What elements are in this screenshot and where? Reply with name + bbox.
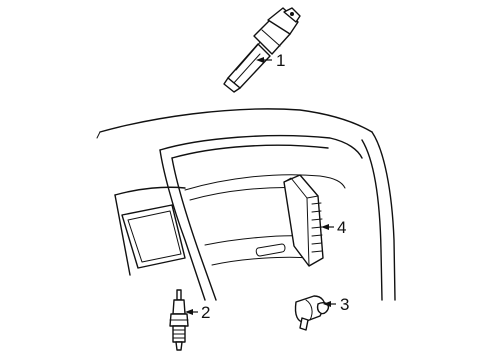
ignition-coil-part	[223, 7, 301, 93]
callout-label-4: 4	[337, 218, 346, 237]
spark-plug-part	[169, 289, 189, 351]
callout-label-2: 2	[201, 303, 210, 322]
callout-1: 1	[256, 51, 285, 70]
callout-4: 4	[321, 218, 346, 237]
callout-label-1: 1	[276, 51, 285, 70]
ecm-part	[283, 174, 324, 267]
callout-3: 3	[323, 295, 349, 314]
dashboard-outline	[96, 108, 396, 301]
callout-2: 2	[185, 303, 210, 322]
callout-label-3: 3	[340, 295, 349, 314]
cam-sensor-part	[294, 295, 330, 331]
